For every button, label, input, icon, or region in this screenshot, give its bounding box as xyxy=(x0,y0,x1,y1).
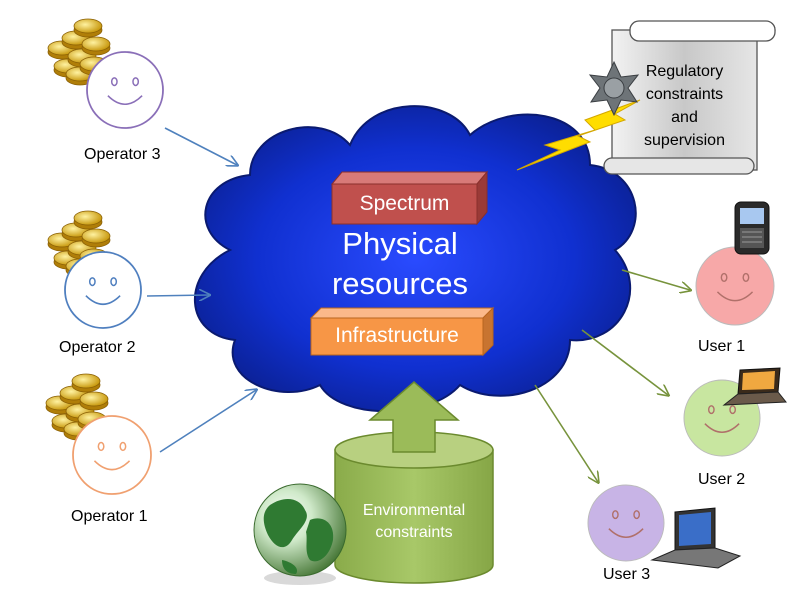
spectrum-label: Spectrum xyxy=(359,192,450,215)
user-3-arrow xyxy=(534,384,598,482)
lightning-bolt-icon xyxy=(516,99,641,171)
sheriff-badge-icon xyxy=(588,60,640,117)
operator-3-label: Operator 3 xyxy=(84,146,161,163)
operator-3-arrow xyxy=(164,127,237,165)
user-2-arrow xyxy=(581,329,668,395)
operator-arrows xyxy=(146,127,256,453)
laptop-icon-small xyxy=(722,367,788,406)
operator-2-smiley-face xyxy=(64,251,142,329)
operator-2-arrow xyxy=(146,295,209,296)
operator-1-arrow xyxy=(159,390,256,453)
environment-line1: Environmental xyxy=(362,502,466,519)
regulatory-scroll xyxy=(603,20,776,175)
cloud-title-line2: resources xyxy=(331,266,469,301)
infrastructure-box xyxy=(309,306,495,357)
user-arrows xyxy=(534,269,690,482)
upward-arrow xyxy=(367,381,461,453)
laptop-icon-large xyxy=(650,507,742,569)
regulatory-line3: and xyxy=(671,109,698,126)
operator-1-smiley-face xyxy=(72,415,152,495)
regulatory-line2: constraints xyxy=(645,86,724,103)
user-1-label: User 1 xyxy=(698,338,746,355)
spectrum-box xyxy=(330,170,489,226)
cloud-shape xyxy=(193,105,637,413)
regulatory-text: Regulatory constraints and supervision xyxy=(612,60,757,152)
regulatory-line4: supervision xyxy=(644,132,725,149)
user-1-arrow xyxy=(621,269,690,290)
globe-icon xyxy=(253,483,347,585)
environment-line2: constraints xyxy=(375,524,453,541)
cloud-title-line1: Physical xyxy=(342,226,458,261)
infrastructure-label: Infrastructure xyxy=(335,324,459,347)
user-1-smiley-face xyxy=(695,246,775,326)
user-2-label: User 2 xyxy=(698,471,746,488)
regulatory-line1: Regulatory xyxy=(645,63,724,80)
operator-3-smiley-face xyxy=(86,51,164,129)
operator-2-label: Operator 2 xyxy=(59,339,136,356)
operator-1-label: Operator 1 xyxy=(71,508,148,525)
user-3-label: User 3 xyxy=(603,566,651,583)
environment-text: Environmental constraints xyxy=(335,500,493,544)
smartphone-icon xyxy=(734,201,770,255)
user-3-smiley-face xyxy=(587,484,665,562)
